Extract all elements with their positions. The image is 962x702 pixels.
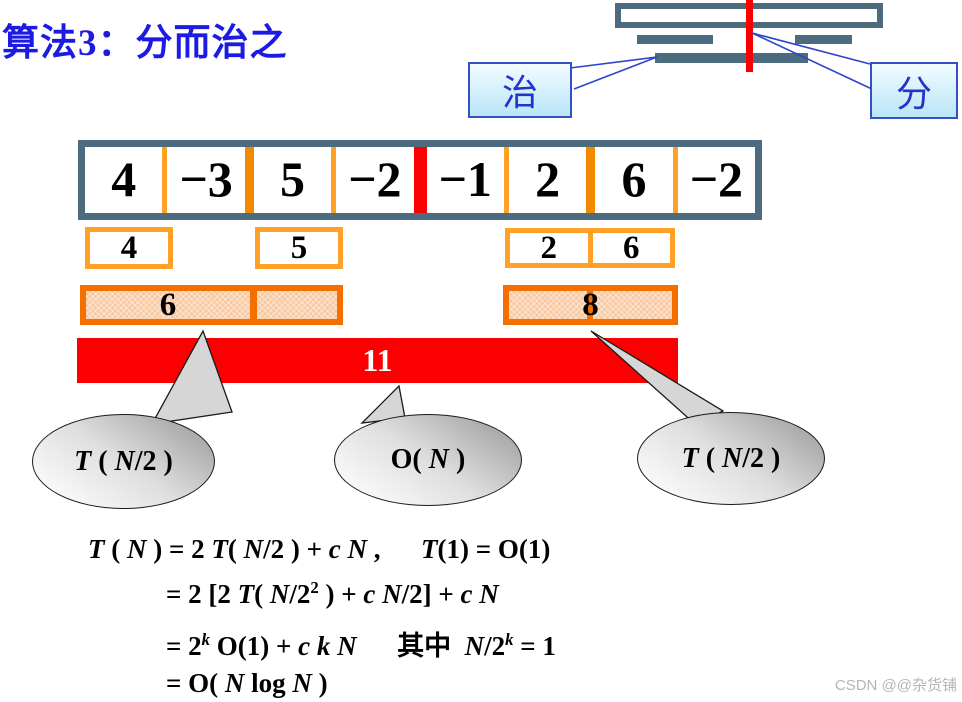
array-cell: 4 (111, 150, 137, 207)
half-divider-line (413, 147, 427, 213)
conquer-label: 治 (501, 73, 538, 113)
overview-split-line (746, 0, 753, 72)
formula-line-1: T ( N ) = 2 T( N/2 ) + c N , T(1) = O(1) (88, 534, 551, 564)
merge-sum-right: 8 (582, 286, 599, 323)
total-bar: 11 (77, 338, 678, 383)
bubble-right-tn2: T ( N/2 ) (637, 412, 825, 505)
array-cell: −2 (689, 150, 744, 207)
divide-label: 分 (895, 73, 932, 114)
bubble-right-label: T ( N/2 ) (681, 442, 781, 474)
main-array: 4 −3 5 −2 −1 2 6 −2 (78, 140, 762, 220)
pair-divider-line (331, 147, 337, 213)
conquer-callout: 治 (468, 62, 572, 118)
array-cell: −2 (348, 150, 402, 207)
pair-divider-line (162, 147, 168, 213)
divide-callout: 分 (870, 62, 958, 119)
bubble-left-tn2: T ( N/2 ) (32, 414, 215, 509)
merge-bar-right: 8 (503, 285, 678, 325)
merge-bar-divider (250, 291, 257, 319)
pair-divider-line (503, 147, 509, 213)
array-cell: −1 (438, 150, 492, 207)
array-cell: 2 (535, 150, 561, 207)
subarray-value: 5 (290, 229, 308, 266)
overview-right-half-bar (795, 35, 852, 44)
quarter-divider-line (244, 147, 254, 213)
total-value: 11 (362, 342, 393, 378)
merge-bar-divider (587, 291, 593, 319)
bubble-middle-label: O( N ) (390, 444, 466, 475)
array-cell: −3 (179, 150, 233, 207)
array-cell: 6 (621, 150, 647, 207)
formula-line-3: = 2k O(1) + c k N 其中 N/2k = 1 (166, 630, 556, 661)
quarter-divider-line (586, 147, 596, 213)
overview-merged-bar (655, 53, 808, 63)
subarray-box-2-6: 2 6 (505, 228, 675, 268)
subarray-box-4: 4 (85, 227, 173, 269)
formula-line-2: = 2 [2 T( N/22 ) + c N/2] + c N (166, 578, 499, 609)
formula-line-4: = O( N log N ) (166, 668, 328, 698)
overview-left-half-bar (637, 35, 713, 44)
bubble-middle-on: O( N ) (334, 414, 522, 506)
bubble-left-label: T ( N/2 ) (74, 445, 173, 477)
merge-sum-left: 6 (159, 286, 177, 323)
pair-divider-line (672, 147, 678, 213)
watermark: CSDN @@杂货铺 (834, 677, 957, 694)
subarray-divider (587, 233, 593, 263)
subarray-value: 2 (540, 229, 558, 266)
merge-bar-empty-cell (257, 291, 337, 319)
merge-bar-left: 6 (80, 285, 343, 325)
subarray-value: 6 (623, 229, 640, 266)
slide-title: 算法3：分而治之 (2, 23, 288, 64)
subarray-value: 4 (120, 229, 138, 266)
subarray-box-5: 5 (255, 227, 343, 269)
array-cell: 5 (279, 150, 305, 207)
